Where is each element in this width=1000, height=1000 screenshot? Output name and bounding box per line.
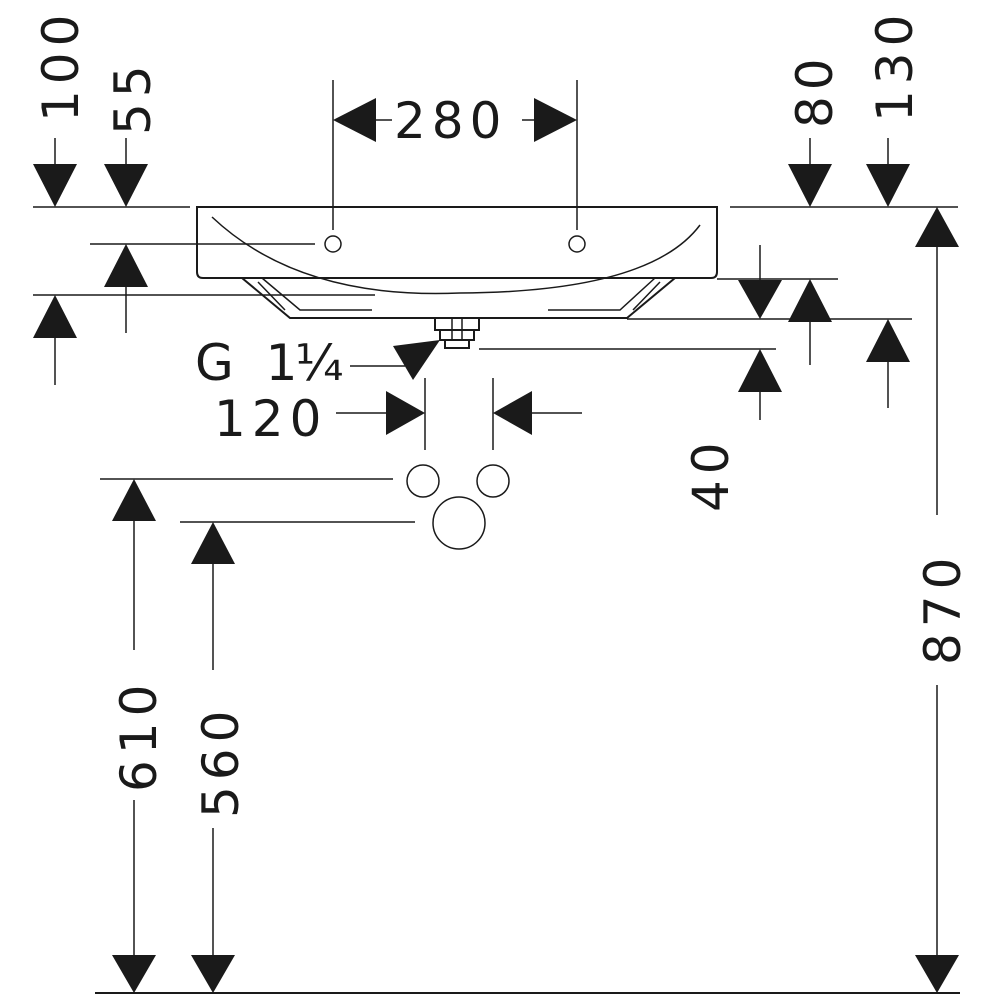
dim-560: 560 [191,522,250,993]
tap-hole-left [324,235,342,253]
dim-40-label: 40 [682,436,740,512]
dim-280-label: 280 [394,92,507,150]
tap-hole-right [568,235,586,253]
dim-280: 280 [333,92,577,150]
dim-80-label: 80 [786,52,844,128]
dim-610-label: 610 [110,679,168,792]
dim-80: 80 [786,52,844,365]
dim-120-label: 120 [214,390,327,448]
basin-outline [196,206,718,279]
dim-100-label: 100 [32,9,90,122]
supply-pipe-left [406,464,440,498]
basin [196,206,718,349]
dim-55: 55 [104,59,162,333]
dim-120: 120 [214,390,582,448]
dim-870-label: 870 [914,552,972,665]
dim-40: 40 [682,245,782,512]
supply-pipe-right [476,464,510,498]
drain-outlet [434,317,480,349]
dim-100: 100 [32,9,90,385]
basin-left-bracket [257,277,372,311]
dim-560-label: 560 [192,705,250,818]
dim-130: 130 [866,9,924,408]
thread-callout: G 1 ¼ [195,334,440,392]
waste-pipe [432,496,486,550]
dim-610: 610 [110,479,168,993]
dim-55-label: 55 [104,59,162,135]
basin-bowl-curve [211,216,701,295]
dim-870: 870 [914,207,972,993]
basin-underside [241,277,676,319]
extension-lines [33,80,958,523]
basin-right-bracket [548,277,661,311]
dim-130-label: 130 [866,9,924,122]
thread-fraction: ¼ [295,334,343,392]
thread-label: G 1 [195,334,305,392]
